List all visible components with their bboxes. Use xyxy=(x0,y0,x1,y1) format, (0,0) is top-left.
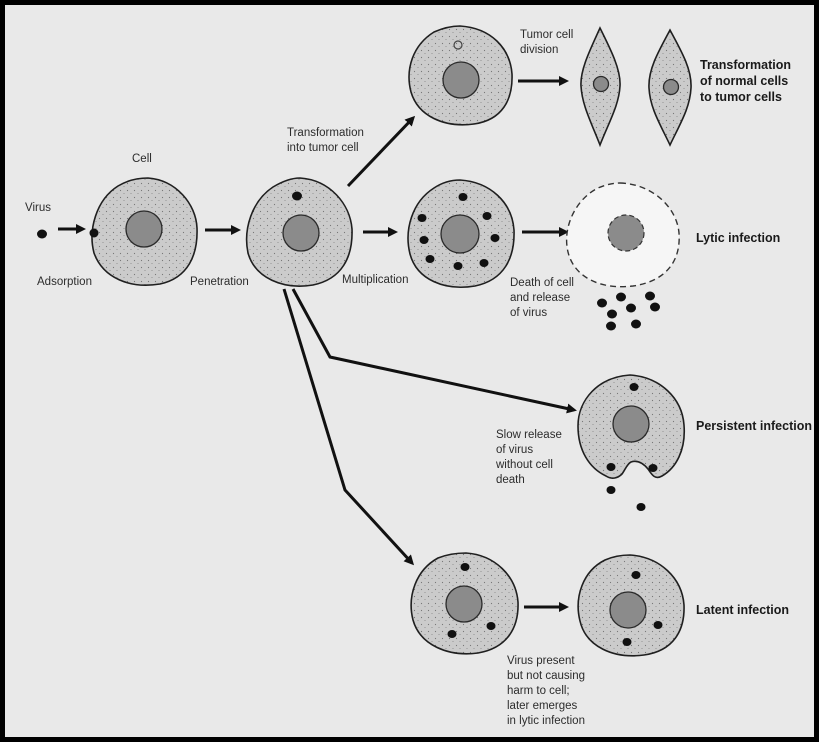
arrow-to-persistent xyxy=(291,288,577,414)
persistent-cell xyxy=(577,374,686,479)
label-slow-release-line1: Slow release xyxy=(496,429,562,441)
tumor-cell-2 xyxy=(648,28,692,147)
label-latent-note-line5: in lytic infection xyxy=(507,715,585,727)
label-latent-note-line3: harm to cell; xyxy=(507,685,570,697)
slowly-released-virus xyxy=(606,486,616,494)
arrow-to-transformation xyxy=(346,115,416,188)
label-latent-note-line2: but not causing xyxy=(507,670,585,682)
penetrated-cell xyxy=(245,177,353,287)
label-death-line2: and release xyxy=(510,292,570,304)
outcome-transformation-line3: to tumor cells xyxy=(700,90,782,104)
host-cell xyxy=(89,177,198,286)
lysed-cell xyxy=(566,182,680,288)
label-cell: Cell xyxy=(132,153,152,165)
diagram-background xyxy=(5,5,814,737)
label-latent-note-line4: later emerges xyxy=(507,700,578,712)
virus-particle xyxy=(419,236,429,244)
label-multiplication: Multiplication xyxy=(342,274,408,286)
slowly-released-virus xyxy=(636,503,646,511)
virus-particle xyxy=(479,259,489,267)
label-transformation-line1: Transformation xyxy=(287,127,364,139)
virus-particle xyxy=(482,212,492,220)
label-tumor-division-line1: Tumor cell xyxy=(520,29,573,41)
penetrated-virus xyxy=(292,191,302,201)
label-transformation-line2: into tumor cell xyxy=(287,142,359,154)
outcome-persistent: Persistent infection xyxy=(696,419,812,433)
label-latent-note-line1: Virus present xyxy=(507,655,575,667)
multiplying-cell xyxy=(407,179,515,288)
virus-particle xyxy=(490,234,500,242)
virus-particle xyxy=(417,214,427,222)
label-penetration: Penetration xyxy=(190,276,249,288)
released-virus-cluster xyxy=(597,291,660,331)
label-slow-release-line3: without cell xyxy=(495,459,553,471)
outcome-transformation-line2: of normal cells xyxy=(700,74,788,88)
label-slow-release-line2: of virus xyxy=(496,444,533,456)
tumor-cell-1 xyxy=(580,26,621,148)
outcome-transformation-line1: Transformation xyxy=(700,58,791,72)
arrow-to-latent xyxy=(282,288,415,566)
label-death-line1: Death of cell xyxy=(510,277,574,289)
label-death-line3: of virus xyxy=(510,307,547,319)
virus-particle xyxy=(453,262,463,270)
virus-particle xyxy=(458,193,468,201)
free-virus-particle xyxy=(37,229,47,239)
outcome-latent: Latent infection xyxy=(696,603,789,617)
adsorbed-virus xyxy=(89,228,99,238)
latent-cell-2 xyxy=(577,554,685,657)
label-adsorption: Adsorption xyxy=(37,276,92,288)
label-virus: Virus xyxy=(25,202,51,214)
latent-cell-1 xyxy=(410,552,519,655)
outcome-lytic: Lytic infection xyxy=(696,231,780,245)
virus-particle xyxy=(425,255,435,263)
label-slow-release-line4: death xyxy=(496,474,525,486)
label-tumor-division-line2: division xyxy=(520,44,558,56)
transformed-cell xyxy=(408,25,513,126)
